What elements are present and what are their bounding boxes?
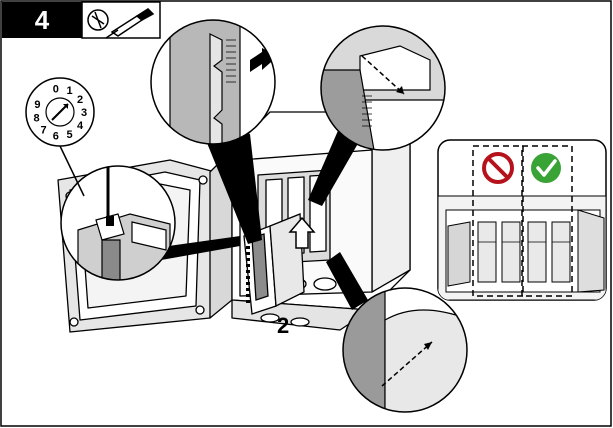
dial-digit: 2 [77,94,83,106]
step-number-badge [2,2,82,38]
dial-digit: 5 [66,129,72,141]
zoom-circle-left [60,165,176,281]
checkmark-icon [531,153,561,183]
dial-digit: 1 [66,85,72,97]
correct-slot-outline [521,145,573,297]
insertion-arrow [288,216,316,249]
zoom-detail-seat [343,288,467,412]
zoom-circle-top [150,19,276,145]
zoom-circle-bottom [342,287,468,413]
dial-digit: 6 [53,131,59,143]
zoom-pointer-right [308,126,360,206]
zoom-pointer-top [205,134,262,244]
dial-leader-line [59,145,85,197]
zoom-detail-card-guide [151,20,275,144]
dial-digit: 4 [77,120,84,132]
dial-digit: 8 [34,113,40,125]
rotary-dial [25,77,95,197]
step-number: 4 [35,5,50,35]
zoom-detail-switch [61,166,175,280]
callout-2: 2 [277,313,289,338]
dial-digit: 7 [40,125,46,137]
wrong-slot-outline [472,145,524,297]
screwdriver-icon [87,8,155,39]
prohibited-icon [482,152,514,184]
zoom-pointer-bottom [326,252,368,310]
zoom-circle-right [320,25,446,151]
slot-comparison-panel [437,139,607,301]
dial-digit: 9 [34,99,40,111]
module-card [243,213,305,315]
dial-digit: 3 [81,107,87,119]
dial-digit: 0 [53,83,59,95]
